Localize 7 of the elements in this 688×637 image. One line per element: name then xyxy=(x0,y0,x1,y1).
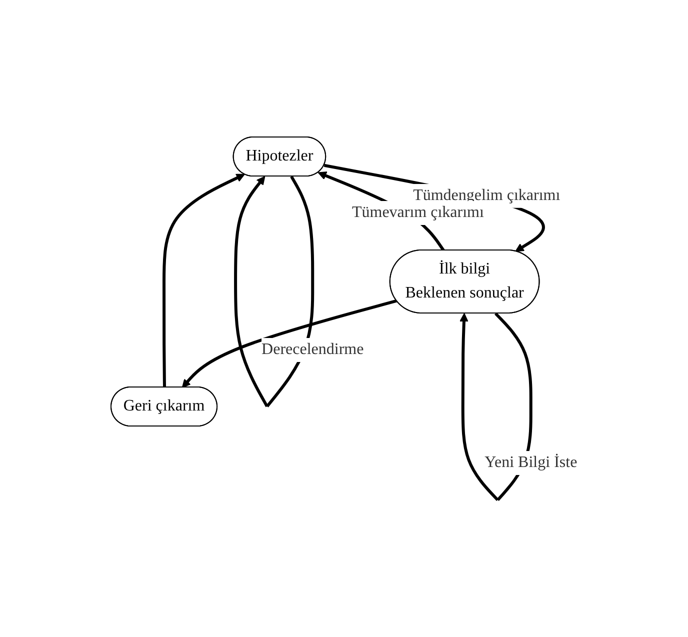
edge-label: Yeni Bilgi İste xyxy=(484,454,578,471)
edge-label: Tümdengelim çıkarımı xyxy=(413,186,560,204)
edge-label: Derecelendirme xyxy=(261,340,364,358)
arrow xyxy=(324,164,545,252)
arrow xyxy=(162,174,245,388)
arrow xyxy=(182,299,397,388)
edge-label: Tümevarım çıkarımı xyxy=(352,204,484,221)
